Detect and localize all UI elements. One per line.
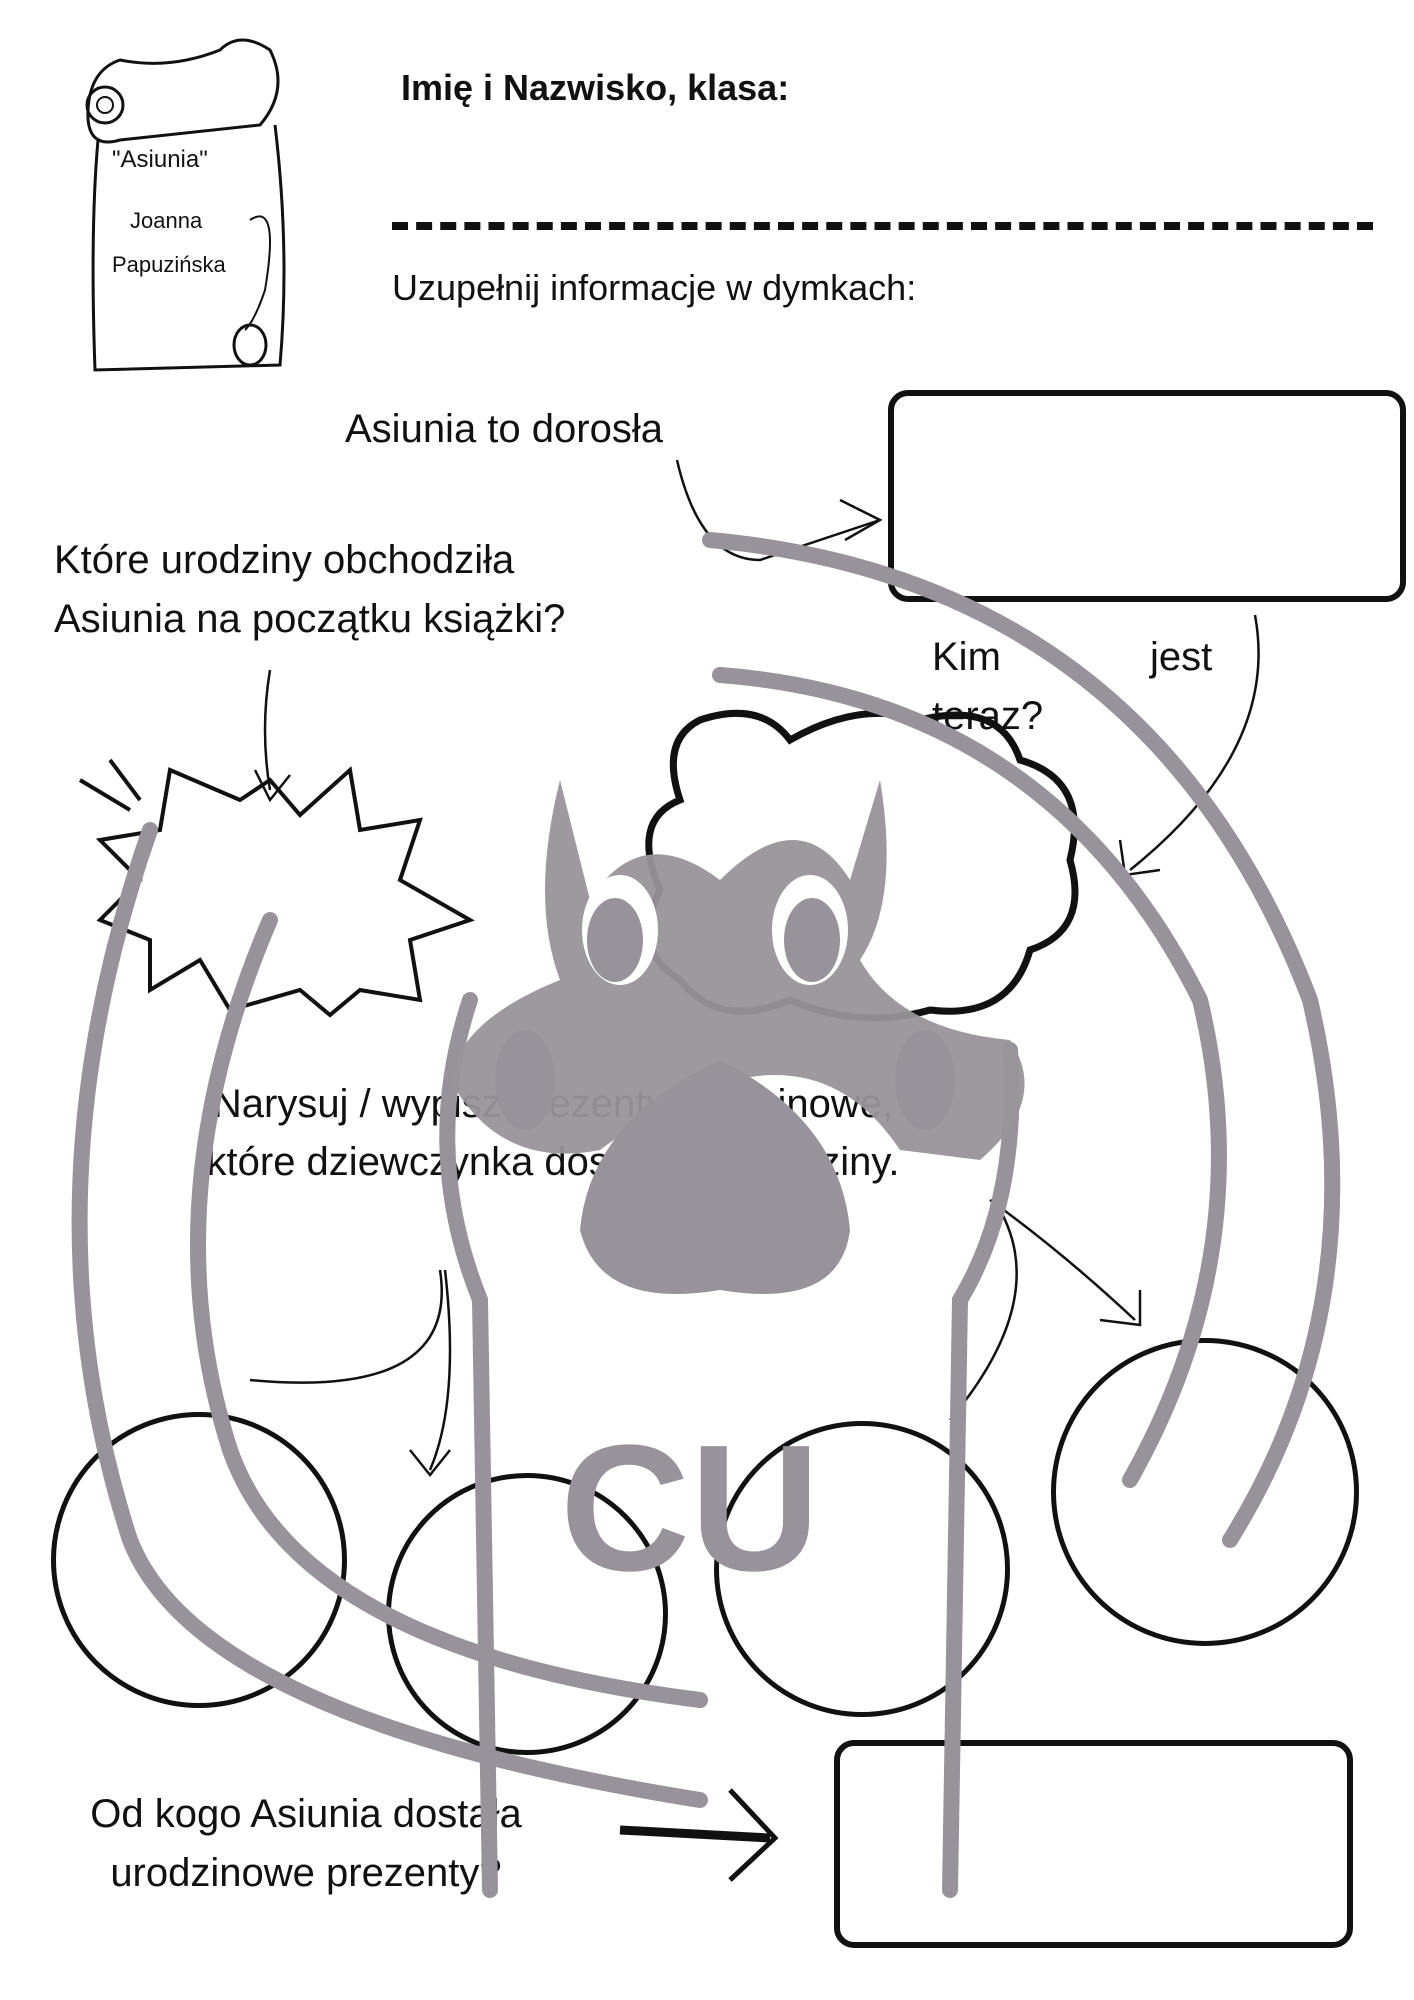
- from-whom-answer-box[interactable]: [834, 1740, 1353, 1948]
- adult-answer-box[interactable]: [888, 390, 1406, 602]
- from-whom-prompt-line2: urodzinowe prezenty?: [110, 1851, 502, 1895]
- who-now-word2: jest: [1150, 635, 1213, 679]
- name-class-label: Imię i Nazwisko, klasa:: [401, 67, 790, 108]
- gifts-prompt-line2: które dziewczynka dostała na urodziny.: [206, 1140, 900, 1184]
- birthday-prompt-line2: Asiunia na początku książki?: [54, 597, 566, 641]
- logo-book-title: "Asiunia": [112, 146, 208, 173]
- logo-author-last: Papuzińska: [112, 252, 226, 277]
- logo-author-first: Joanna: [130, 208, 203, 233]
- from-whom-prompt-line1: Od kogo Asiunia dostała: [90, 1792, 522, 1836]
- birthday-prompt-line1: Które urodziny obchodziła: [54, 538, 515, 582]
- cloud-bubble[interactable]: [645, 709, 1079, 1022]
- gifts-prompt-line1: Narysuj / wypisz prezenty urodzinowe,: [212, 1082, 894, 1126]
- name-answer-line[interactable]: [392, 222, 1373, 230]
- starburst-bubble[interactable]: [95, 766, 475, 1018]
- gift-circle-2[interactable]: [386, 1473, 668, 1755]
- who-now-word1: Kim: [932, 635, 1001, 679]
- gift-circle-1[interactable]: [51, 1412, 347, 1708]
- gift-circle-3[interactable]: [714, 1421, 1010, 1717]
- adult-prompt: Asiunia to dorosła: [345, 407, 663, 451]
- who-now-word3: teraz?: [932, 694, 1044, 738]
- gift-circle-4[interactable]: [1051, 1338, 1359, 1646]
- instruction-text: Uzupełnij informacje w dymkach:: [392, 267, 917, 308]
- scroll-logo: [85, 38, 286, 372]
